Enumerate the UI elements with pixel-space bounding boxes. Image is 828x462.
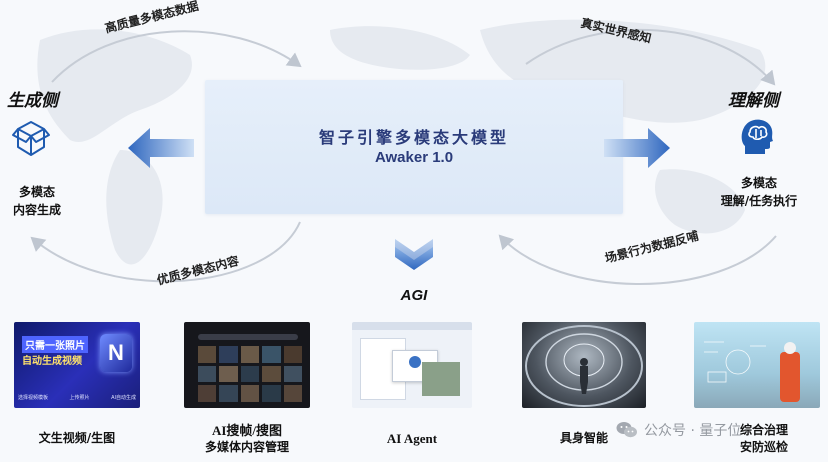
step-select-template: 选择视频模板 [18,395,49,401]
arc-bottom-left [30,221,301,283]
caption-security-patrol: 综合治理 安防巡检 [739,423,788,454]
tunnel-rings [525,325,643,407]
thumbnail-ai-search [184,322,310,408]
thumb1-headline2: 自动生成视频 [22,356,82,367]
thumb1-headline1: 只需一张照片 [22,336,88,353]
arc-top-right [525,28,776,86]
logo-tile: N [100,334,132,372]
caption-embodied-ai: 具身智能 [559,431,608,445]
thumbnail-embodied-ai [522,322,646,408]
generation-side-title: 生成侧 [7,91,58,111]
thumbnail-text-to-video: 只需一张照片 自动生成视频 N 选择视频模板 上传照片 AI自动生成 [14,322,140,408]
step-ai-generate: AI自动生成 [111,395,136,401]
understanding-side-title: 理解侧 [728,91,779,111]
core-subtitle: Awaker 1.0 [374,149,454,166]
thumbnail-ai-agent [352,322,472,408]
wechat-icon [616,422,637,438]
agent-image [422,362,460,396]
image-grid [198,346,302,402]
watermark-text: 公众号 · 量子位 [644,423,742,439]
thumbnail-security-patrol [694,322,820,408]
down-chevron-icon [395,239,433,270]
caption-ai-search: AI搜帧/搜图 多媒体内容管理 [204,423,289,454]
robot-figure [580,366,588,394]
arc-top-left [51,30,302,83]
caption-text-to-video: 文生视频/生图 [38,431,116,445]
right-arrow-icon [604,128,670,168]
agent-window-bar [352,322,472,330]
core-title: 智子引擎多模态大模型 [318,128,509,147]
brain-head-icon [741,119,773,154]
step-upload-photo: 上传照片 [69,395,90,401]
thumb1-steps: 选择视频模板 上传照片 AI自动生成 [18,382,136,402]
worker-figure [780,352,800,402]
generation-side-desc: 多模态 内容生成 [12,185,61,217]
package-icon [12,121,50,156]
understanding-side-desc: 多模态 理解/任务执行 [720,176,798,208]
caption-ai-agent: AI Agent [386,431,438,446]
watermark: 公众号 · 量子位 [616,417,741,443]
left-arrow-icon [128,128,194,168]
logo-n-icon: N [108,340,124,365]
agi-label: AGI [400,287,428,304]
arc-bottom-right [498,234,777,285]
ar-overlay [704,341,800,402]
agent-badge-icon [409,356,421,368]
core-model-card: 智子引擎多模态大模型 Awaker 1.0 [205,80,623,214]
search-bar [198,334,298,340]
